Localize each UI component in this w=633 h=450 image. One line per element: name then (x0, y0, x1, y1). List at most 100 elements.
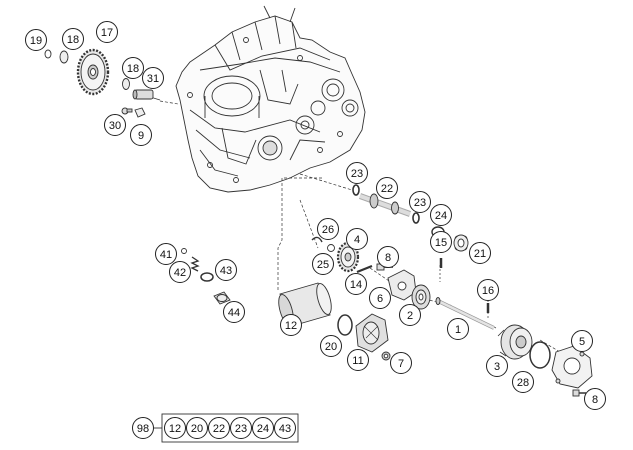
part-28-oring (529, 341, 551, 369)
kit-item-20: 20 (186, 417, 208, 439)
callout-11-label: 11 (352, 355, 363, 367)
kit-item-22-circle (208, 417, 230, 439)
part-9-clip (134, 107, 146, 118)
kit-item-20-label: 20 (191, 423, 203, 435)
callout-44-circle (223, 301, 245, 323)
kit-item-43-label: 43 (279, 423, 291, 435)
callout-15-label: 15 (435, 237, 447, 249)
callout-17-label: 17 (101, 27, 113, 39)
callout-16: 16 (477, 279, 499, 301)
callout-30-label: 30 (109, 120, 121, 132)
callout-6-circle (369, 287, 391, 309)
callout-14-label: 14 (350, 279, 362, 291)
part-18-washer-2 (122, 78, 130, 90)
callout-42-label: 42 (174, 267, 186, 279)
callout-6-label: 6 (377, 293, 383, 305)
engine-crankcase (175, 5, 366, 193)
callout-23: 23 (346, 162, 368, 184)
callout-43-circle (215, 259, 237, 281)
callout-28-circle (512, 371, 534, 393)
callout-12-label: 12 (285, 320, 297, 332)
callout-19-label: 19 (30, 35, 42, 47)
kit-item-43-circle (274, 417, 296, 439)
callout-5-circle (571, 330, 593, 352)
part-8-screw-2 (572, 389, 586, 397)
part-30-screw (121, 107, 133, 115)
callout-24-circle (430, 204, 452, 226)
callout-41-circle (155, 243, 177, 265)
callout-14-circle (345, 273, 367, 295)
callout-9-label: 9 (138, 130, 144, 142)
part-19-ring (44, 49, 52, 59)
callout-17: 17 (96, 21, 118, 43)
callout-2: 2 (399, 304, 421, 326)
callout-15-circle (430, 231, 452, 253)
part-5-plate (551, 345, 593, 389)
callout-17-circle (96, 21, 118, 43)
part-26-clip (311, 236, 323, 243)
callout-16-circle (477, 279, 499, 301)
callout-25-circle (312, 253, 334, 275)
callout-6: 6 (369, 287, 391, 309)
kit-reference: 98 12 20 22 23 24 43 (132, 413, 299, 443)
callout-42: 42 (169, 261, 191, 283)
part-31-shaft (132, 89, 154, 100)
kit-item-43: 43 (274, 417, 296, 439)
callout-22-label: 22 (381, 183, 393, 195)
callout-41-label: 41 (160, 249, 172, 261)
kit-item-23: 23 (230, 417, 252, 439)
callout-41: 41 (155, 243, 177, 265)
callout-16-label: 16 (482, 285, 494, 297)
kit-item-23-circle (230, 417, 252, 439)
callout-26: 26 (317, 218, 339, 240)
callout-44: 44 (223, 301, 245, 323)
callout-1-label: 1 (455, 324, 461, 336)
callout-24-label: 24 (435, 210, 447, 222)
callout-30: 30 (104, 114, 126, 136)
callout-4-label: 4 (354, 234, 360, 246)
callout-22: 22 (376, 177, 398, 199)
callout-19-circle (25, 29, 47, 51)
callout-8-label: 8 (592, 394, 598, 406)
kit-item-12-label: 12 (169, 423, 181, 435)
callout-8-circle (377, 246, 399, 268)
callout-42-circle (169, 261, 191, 283)
callout-23-label: 23 (351, 168, 363, 180)
callout-30-circle (104, 114, 126, 136)
kit-item-24-label: 24 (257, 423, 269, 435)
callout-18-circle (122, 57, 144, 79)
callout-23-circle (346, 162, 368, 184)
callout-23-label: 23 (414, 197, 426, 209)
part-3-cover (497, 324, 533, 360)
callout-1: 1 (447, 318, 469, 340)
part-22-shaft (358, 193, 412, 217)
callout-7: 7 (390, 352, 412, 374)
kit-id-callout: 98 (132, 417, 154, 439)
callout-2-label: 2 (407, 310, 413, 322)
part-2-rotor (411, 284, 431, 310)
kit-item-22: 22 (208, 417, 230, 439)
kit-item-24-circle (252, 417, 274, 439)
kit-item-12: 12 (164, 417, 186, 439)
callout-23-circle (409, 191, 431, 213)
callout-22-circle (376, 177, 398, 199)
callout-8: 8 (377, 246, 399, 268)
parts (44, 48, 593, 397)
part-41-ball (181, 248, 187, 254)
kit-id-callout-label: 98 (137, 423, 149, 435)
callout-8: 8 (584, 388, 606, 410)
callout-11: 11 (347, 349, 369, 371)
callout-2-circle (399, 304, 421, 326)
callout-21-circle (469, 242, 491, 264)
callout-44-label: 44 (228, 307, 240, 319)
kit-item-22-label: 22 (213, 423, 225, 435)
callout-43: 43 (215, 259, 237, 281)
callout-21-label: 21 (474, 248, 486, 260)
callout-4-circle (346, 228, 368, 250)
kit-item-23-label: 23 (235, 423, 247, 435)
part-1-shaft (435, 297, 495, 330)
callout-21: 21 (469, 242, 491, 264)
callout-3-circle (486, 355, 508, 377)
